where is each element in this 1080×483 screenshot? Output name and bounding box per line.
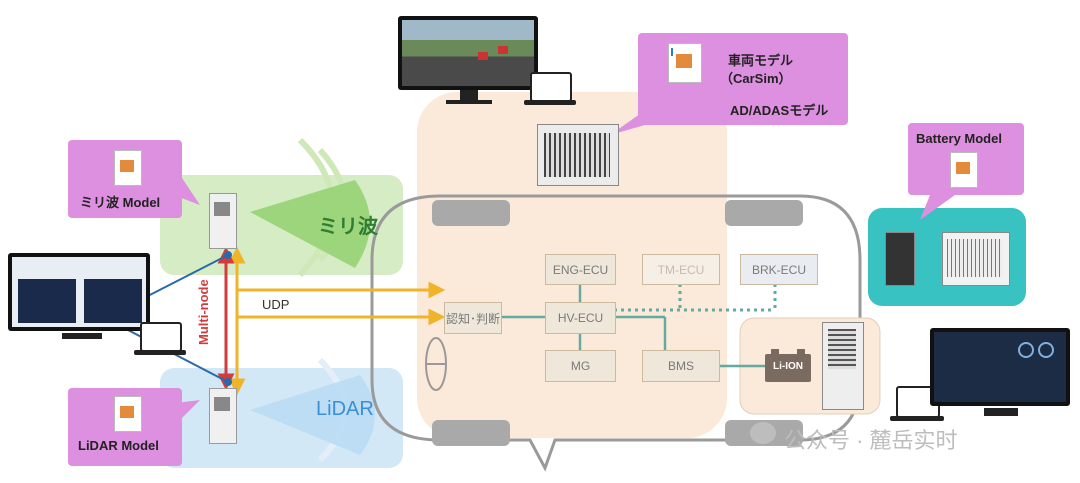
ecu-brk: BRK-ECU	[740, 254, 818, 285]
simulink-icon	[114, 396, 142, 432]
ecu-tm: TM-ECU	[642, 254, 720, 285]
battery-monitor	[930, 328, 1070, 406]
simulink-icon	[950, 152, 978, 188]
wheel-front-left	[432, 200, 510, 226]
laptop-top	[530, 72, 572, 102]
sensor-monitor	[8, 253, 150, 331]
hil-rack-battery	[822, 322, 864, 410]
milliwave-model-label: ミリ波 Model	[80, 192, 160, 211]
driving-sim-monitor	[398, 16, 538, 90]
lidar-model-label: LiDAR Model	[78, 438, 159, 453]
lidar-zone-label: LiDAR	[316, 398, 374, 421]
monitor-base	[446, 100, 492, 104]
battery-model-label: Battery Model	[916, 131, 1002, 146]
milliwave-zone-label: ミリ波	[318, 210, 378, 239]
liion-label: Li-ION	[765, 361, 811, 372]
carsim-label: （CarSim）	[720, 68, 792, 87]
ecu-bms: BMS	[642, 350, 720, 382]
simulink-icon	[114, 150, 142, 186]
wechat-icon	[750, 422, 776, 444]
monitor-stand	[460, 90, 478, 100]
sensor-monitor-base	[62, 333, 102, 339]
liion-battery-icon: Li-ION	[765, 354, 811, 382]
watermark: 公众号 · 麓岳实时	[784, 423, 958, 455]
ecu-mg: MG	[545, 350, 616, 382]
multinode-label: Multi-node	[196, 279, 211, 345]
laptop-right-base	[890, 416, 944, 421]
vehicle-model-label: 車両モデル	[728, 50, 793, 69]
laptop-top-base	[524, 100, 576, 105]
adas-model-label: AD/ADASモデル	[730, 100, 828, 119]
milliwave-node	[209, 193, 237, 249]
ecu-eng: ENG-ECU	[545, 254, 616, 285]
ecu-ninchi: 認知･判断	[444, 302, 502, 334]
udp-label: UDP	[262, 297, 289, 312]
lidar-node	[209, 388, 237, 444]
laptop-left-base	[134, 350, 186, 355]
battery-model-unit	[942, 232, 1010, 286]
battery-monitor-base	[984, 408, 1018, 416]
laptop-left	[140, 322, 182, 352]
ecu-hv: HV-ECU	[545, 302, 616, 334]
wheel-rear-left	[432, 420, 510, 446]
battery-model-rack	[885, 232, 915, 286]
wheel-front-right	[725, 200, 803, 226]
simulink-icon	[668, 43, 702, 83]
hil-rack-main	[537, 124, 619, 186]
